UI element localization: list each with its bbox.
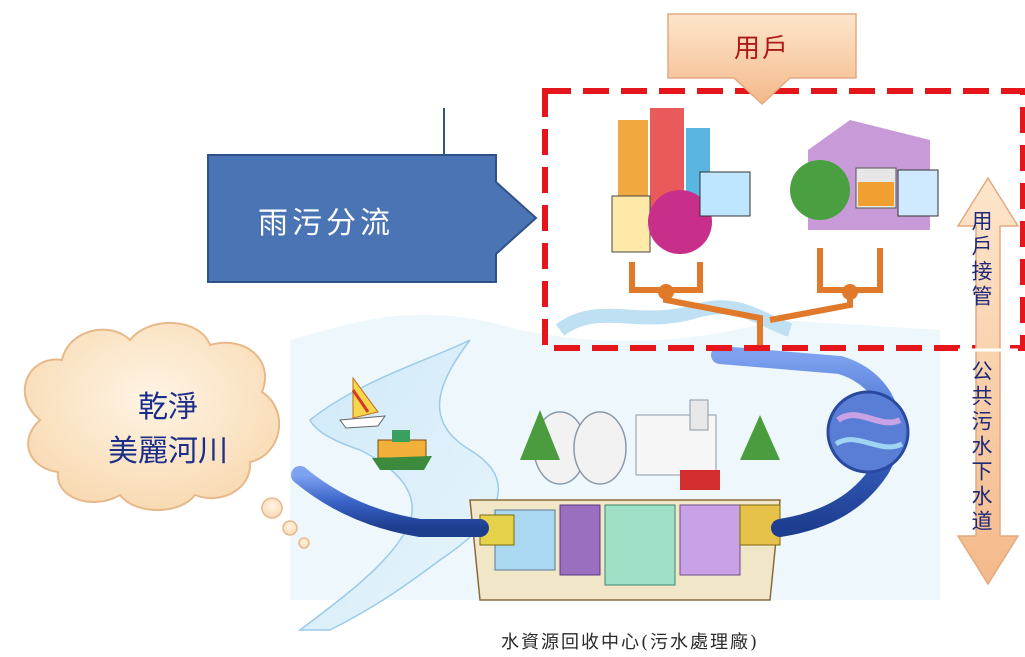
cloud-text-line1: 乾淨 bbox=[138, 390, 198, 425]
user-connection-pipes bbox=[629, 248, 883, 345]
household-area-frame bbox=[542, 88, 1025, 351]
clean-river-cloud bbox=[23, 321, 310, 549]
treatment-plant-caption: 水資源回收中心(污水處理廠) bbox=[500, 632, 760, 653]
user-connection-label: 用戶接管 bbox=[969, 210, 993, 310]
separation-label: 雨污分流 bbox=[258, 206, 394, 241]
household-illustration bbox=[611, 108, 751, 254]
work-boat bbox=[372, 430, 432, 470]
top-user-label: 用戶 bbox=[733, 33, 790, 64]
sailboat bbox=[339, 376, 387, 429]
vertical-double-arrow bbox=[956, 176, 1020, 586]
top-user-arrow bbox=[667, 13, 857, 106]
public-sewer-pipe bbox=[291, 346, 910, 537]
cloud-text-line2: 美麗河川 bbox=[108, 434, 228, 469]
separation-arrow bbox=[207, 108, 538, 283]
public-sewer-label: 公共污水下水道 bbox=[969, 360, 993, 535]
factory-illustration bbox=[790, 120, 939, 230]
treatment-plant-illustration bbox=[469, 399, 781, 601]
